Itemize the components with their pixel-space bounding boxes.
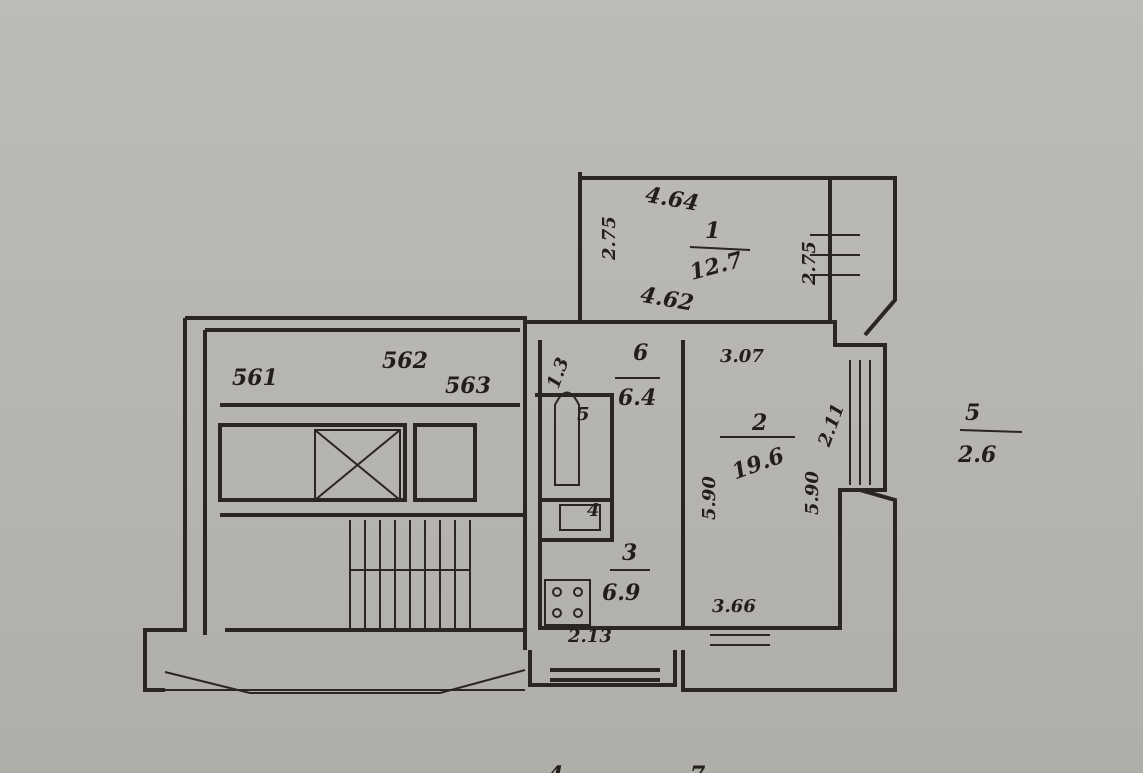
kitchen-number: 3 — [622, 540, 637, 566]
neighbor-562: 562 — [382, 348, 428, 374]
fraction-line — [689, 246, 751, 251]
room6-number: 6 — [633, 340, 648, 366]
kitchen-area: 6.9 — [602, 580, 640, 606]
neighbor-561: 561 — [232, 365, 278, 391]
room1-dim-top: 4.64 — [643, 182, 700, 217]
room1-area: 12.7 — [687, 247, 746, 286]
room2-dim-bottom: 3.66 — [712, 596, 756, 617]
room6-area: 6.4 — [618, 385, 656, 411]
room2-area: 19.6 — [728, 443, 787, 486]
room2-dim-right: 5.90 — [802, 471, 823, 515]
neighbor-563: 563 — [445, 373, 491, 399]
kitchen-dim: 2.13 — [567, 626, 612, 647]
room1-number: 1 — [705, 218, 720, 244]
room2-dim-window: 2.11 — [814, 401, 849, 450]
outside5-area: 2.6 — [957, 442, 996, 468]
outside5-number: 5 — [965, 400, 980, 426]
room2-dim-left: 5.90 — [699, 476, 720, 520]
stairs — [349, 520, 471, 628]
room1-dim-bottom: 4.62 — [638, 282, 695, 317]
bottom-mark-4: 4 — [548, 762, 563, 773]
wc-number: 4 — [587, 500, 600, 521]
fraction-line — [959, 429, 1023, 433]
room1-dim-right: 2.75 — [799, 241, 820, 286]
walls — [143, 172, 897, 694]
bottom-mark-7: 7 — [690, 762, 706, 773]
room2-number: 2 — [751, 410, 767, 436]
room6-dim: 1.3 — [543, 355, 573, 392]
bath-number: 5 — [577, 404, 590, 425]
room2-dim-top: 3.07 — [720, 346, 764, 367]
room1-dim-left: 2.75 — [599, 216, 620, 261]
